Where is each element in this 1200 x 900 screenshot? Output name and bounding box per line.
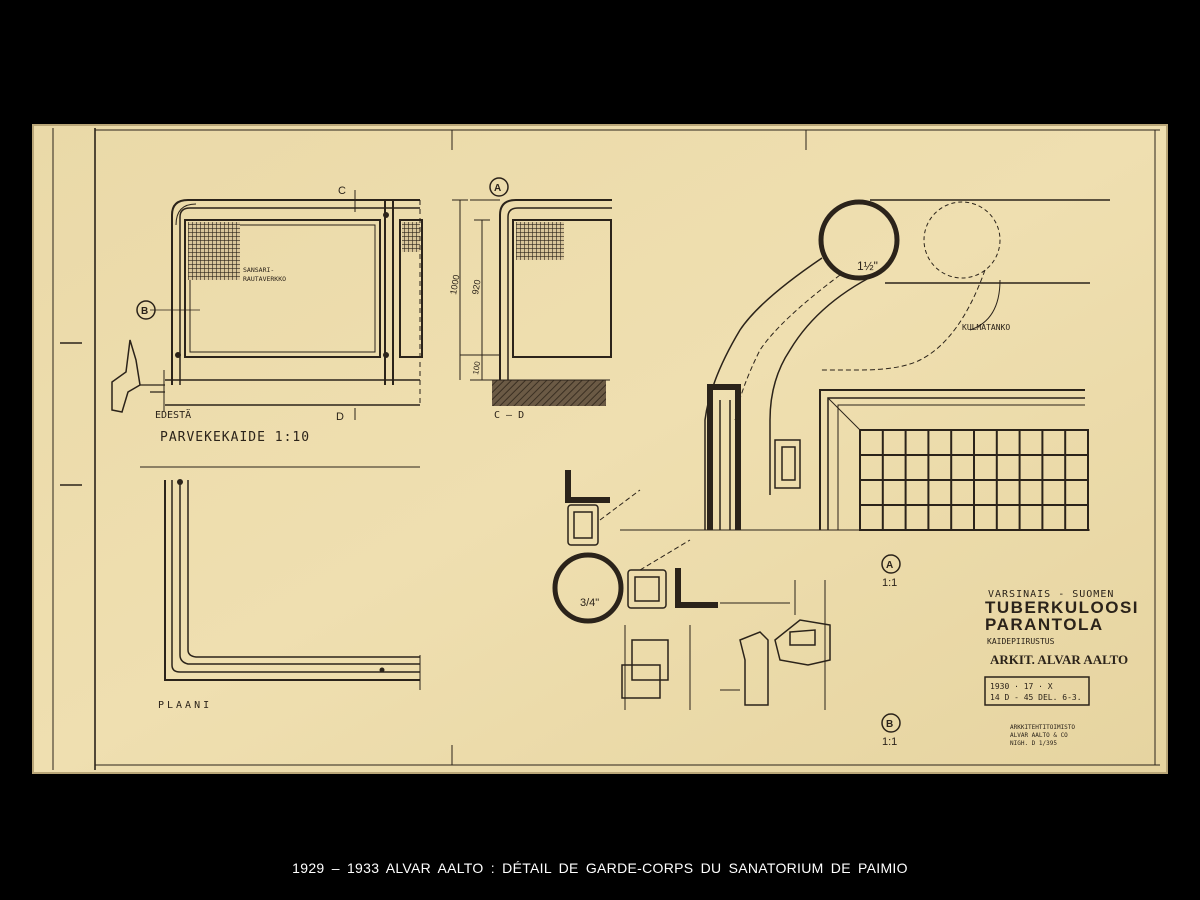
- architect-name: ARKIT. ALVAR AALTO: [990, 652, 1128, 667]
- office-line-3: NIGH. D 1/395: [1010, 740, 1057, 747]
- office-line-1: ARKKITEHTITOIMISTO: [1010, 724, 1075, 731]
- marker-b-elevation-label: B: [141, 306, 148, 317]
- marker-a-section-label: A: [494, 183, 501, 194]
- railing-elevation: [111, 190, 423, 420]
- stamp-line-2: 14 D - 45 DEL. 6-3.: [990, 693, 1082, 702]
- drawing-main-title: PARVEKEKAIDE 1:10: [160, 430, 310, 445]
- scale-b-label: 1:1: [882, 736, 897, 748]
- dim-100: 100: [471, 360, 482, 375]
- mesh-label-2: RAUTAVERKKO: [243, 275, 286, 283]
- marker-a-detail: [881, 554, 901, 574]
- marker-b-elevation: [136, 300, 156, 320]
- marker-a-section: [489, 177, 509, 197]
- dim-1000: 1000: [448, 274, 461, 295]
- section-c-label: C: [338, 185, 346, 197]
- section-cd-label: C – D: [494, 410, 524, 421]
- title-block: VARSINAIS - SUOMEN TUBERKULOOSI PARANTOL…: [984, 589, 1139, 747]
- plan-label: PLAANI: [158, 700, 212, 711]
- marker-b-detail-label: B: [886, 719, 893, 730]
- railing-plan: [140, 466, 421, 690]
- detail-b-section: [552, 470, 831, 710]
- pipe-large-dimension: 1½": [857, 259, 878, 273]
- stamp-line-1: 1930 · 17 · X: [990, 682, 1053, 691]
- title-line-3: PARANTOLA: [985, 615, 1104, 634]
- kulmatanko-label: KULMATANKO: [962, 323, 1010, 332]
- section-d-label: D: [336, 411, 344, 423]
- pipe-small-dimension: 3/4": [580, 597, 599, 609]
- slide-caption: 1929 – 1933 ALVAR AALTO : DÉTAIL DE GARD…: [292, 860, 908, 876]
- dim-920: 920: [470, 279, 482, 296]
- marker-a-detail-label: A: [886, 560, 893, 571]
- title-line-4: KAIDEPIIRUSTUS: [987, 637, 1055, 646]
- title-line-1: VARSINAIS - SUOMEN: [988, 589, 1114, 600]
- detail-a-corner: [700, 199, 1110, 531]
- scale-a-label: 1:1: [882, 577, 897, 589]
- marker-b-detail: [881, 713, 901, 733]
- office-line-2: ALVAR AALTO & CO: [1010, 732, 1068, 739]
- title-line-2: TUBERKULOOSI: [985, 598, 1139, 617]
- railing-section-a: [452, 199, 612, 406]
- edesta-label: EDESTÄ: [155, 408, 191, 421]
- mesh-label-1: SANSARI-: [243, 266, 274, 274]
